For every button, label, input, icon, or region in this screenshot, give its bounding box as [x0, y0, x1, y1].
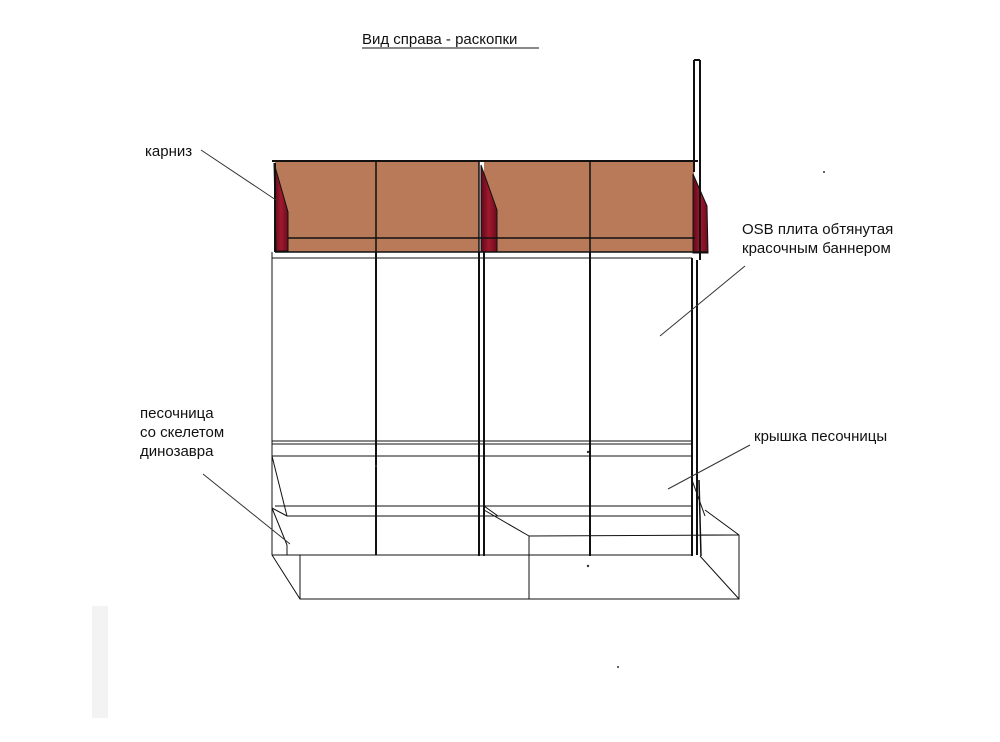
- right-post: [691, 59, 702, 557]
- sandbox-lid: [271, 455, 706, 517]
- cornice-soffit-2: [496, 240, 694, 252]
- cornice-panel-2: [484, 162, 694, 240]
- label-osb-line1: OSB плита обтянутая: [742, 221, 893, 238]
- label-sandbox-line1: песочница: [140, 405, 214, 422]
- stray-dots: [374, 171, 825, 668]
- wall-panels: [271, 252, 692, 556]
- scan-artifact: [92, 606, 108, 718]
- label-cornice: карниз: [145, 143, 192, 160]
- leader-sandbox: [202, 473, 291, 545]
- cornice-panels: [275, 162, 694, 252]
- cornice-panel-1: [275, 162, 479, 240]
- label-sandbox-line3: динозавра: [140, 443, 214, 460]
- leader-cornice: [200, 149, 277, 201]
- drawing-title: Вид справа - раскопки: [362, 31, 517, 48]
- leader-lid: [667, 444, 751, 490]
- cornice-soffit-1: [288, 240, 479, 252]
- label-osb-line2: красочным баннером: [742, 240, 891, 257]
- cornice-outlines: [272, 160, 708, 253]
- sandbox-box: [271, 507, 740, 600]
- leader-osb: [659, 265, 746, 337]
- leader-lines: [200, 149, 751, 545]
- label-lid: крышка песочницы: [754, 428, 887, 445]
- label-sandbox-line2: со скелетом: [140, 424, 224, 441]
